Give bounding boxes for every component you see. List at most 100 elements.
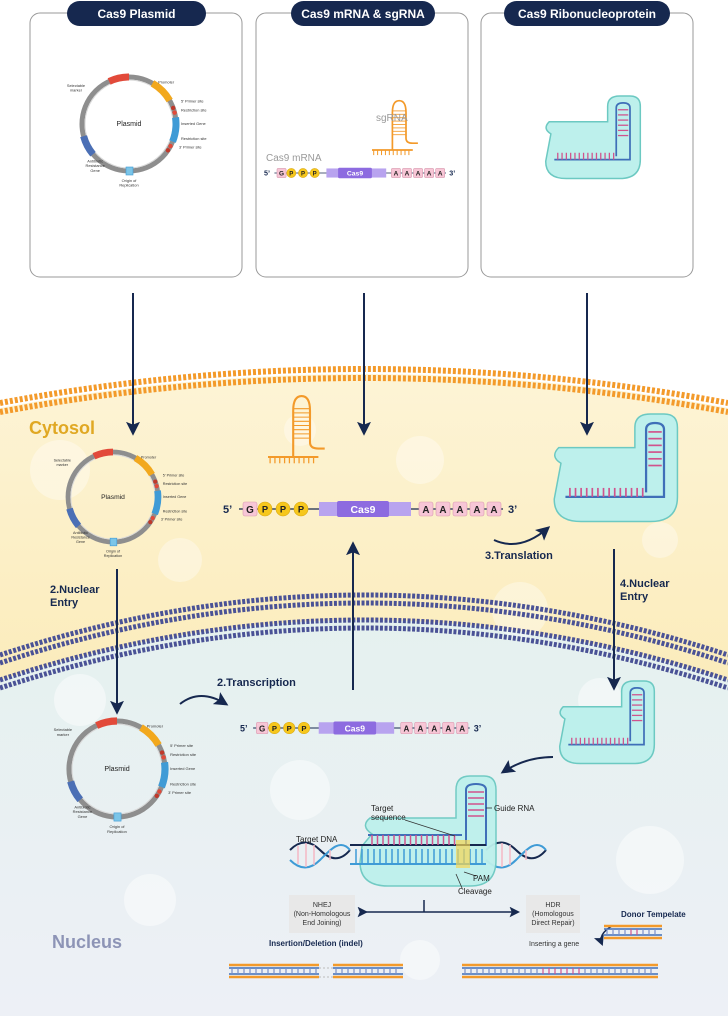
mrna-poly-a [413,168,423,178]
plasmid-site-2 [157,789,162,794]
restriction2-label: Restriction site [170,781,197,786]
nuclear-membrane [0,592,728,691]
nhej-line2: (Non-Homologous [294,911,351,918]
selectable-marker-label: marker [56,463,68,467]
origin-label: Origin of [106,550,121,554]
indel-dna-left [229,963,319,979]
mrna-cas9-text: Cas9 [351,505,376,516]
mrna-p-text: P [289,171,293,177]
antibiotic-label: Antibiotic [87,159,103,164]
restriction2-label: Restriction site [181,136,207,141]
mrna-poly-a [424,168,434,178]
mrna-p-text: P [272,724,277,733]
selectable-marker-label: Selectable [54,459,71,463]
indel-dna-right [333,963,403,979]
mrna-poly-a [442,721,455,735]
sgrna-hairpin [391,99,418,150]
mrna-phosphate [297,721,311,735]
transcription-label: 2.Transcription [217,677,296,689]
rnp-guide-rna [554,102,631,161]
mrna-a-text: A [416,171,421,178]
dna-in-complex [350,834,486,868]
mrna-poly-a [486,501,502,517]
mrna-5prime: 5’ [264,170,270,178]
sgrna-cytosol [268,395,325,464]
inserted-gene-segment [151,490,162,516]
mrna-poly-a [414,721,427,735]
hdr-dna-strip [462,963,658,979]
mrna-poly-a [456,721,469,735]
antibiotic-label: Gene [78,814,89,819]
mrna-g-text: G [279,171,284,178]
cas9-mrna-label: Cas9 mRNA [266,153,322,164]
mrna-a-text: A [394,171,399,178]
target-dna-label: Target DNA [296,835,338,844]
origin-label: Origin of [110,824,126,829]
cleavage-label: Cleavage [458,887,492,896]
mrna-header-pill [291,1,435,26]
repair-outcomes: NHEJ (Non-Homologous End Joining) HDR (H… [229,895,686,979]
mrna-header-title: Cas9 mRNA & sgRNA [301,7,425,21]
antibiotic-label: Gene [76,540,85,544]
antibiotic-label: Resistance [86,163,105,168]
target-sequence-line1: Target [371,804,394,813]
plasmid-site-0 [159,750,165,755]
mrna-p-text: P [280,505,286,515]
mrna-phosphate [286,168,297,178]
plasmid-site-1 [161,755,166,760]
plasmid-site-1 [172,110,177,115]
selectable-marker-segment [95,717,118,729]
mrna-p-text: P [301,724,306,733]
antibiotic-label: Antibiotic [73,531,88,535]
nuclear-entry-right-line2: Entry [620,591,649,603]
hdr-box [526,895,580,933]
sgrna-top [372,99,418,156]
step-labels: 2.Nuclear Entry 2.Transcription 3.Transl… [50,550,670,689]
mrna-a-text: A [422,505,429,516]
selectable-marker-label: Selectable [54,727,73,732]
mrna-p-text: P [301,171,305,177]
source-headers: Cas9 Plasmid Cas9 mRNA & sgRNA Cas9 Ribo… [67,1,670,26]
source-boxes [29,12,694,278]
mrna-poly-a [435,501,451,517]
inserted-gene-label: Inserted Gene [163,495,187,499]
mrna-phosphate [283,721,296,735]
antibiotic-label: Gene [90,168,100,173]
antibiotic-resistance-segment [80,135,96,157]
inserting-gene-label: Inserting a gene [529,941,579,948]
primer5-label: 5' Primer site [170,743,194,748]
delivery-arrows [110,293,621,774]
plasmid-center-label: Plasmid [104,765,129,773]
promoter-label: Promoter [158,80,175,85]
nuclear-entry-left-line1: 2.Nuclear [50,584,100,596]
mrna-g-text: G [246,505,254,516]
antibiotic-resistance-segment [67,780,84,803]
origin-marker [125,166,134,176]
mrna-cas9-cds [337,501,389,517]
nhej-line1: NHEJ [313,902,331,909]
mrna-poly-a [400,721,413,735]
editing-complex: Target sequence Guide RNA Target DNA PAM… [289,775,547,896]
target-sequence-line2: sequence [371,813,406,822]
plasmid-site-3 [148,520,153,525]
mrna-cas9-cds [333,721,377,735]
mrna-phosphate [275,501,291,517]
mrna-a-text: A [431,724,437,733]
pam-label: PAM [473,874,490,883]
mrna-phosphate [309,168,320,178]
promoter-segment [150,80,173,103]
guide-rna-hairpin [465,782,487,846]
restriction1-label: Restriction site [170,752,197,757]
mrna-cas9-cds [338,167,372,179]
donor-dna-strip [604,924,662,940]
inserted-gene-label: Inserted Gene [170,766,196,771]
rnp-guide-rna [565,421,666,498]
mrna-poly-a [469,501,485,517]
plasmid-header-title: Cas9 Plasmid [97,7,175,21]
mrna-phosphate [257,501,273,517]
plasmid-site-0 [170,105,176,111]
mrna-3prime: 3’ [508,504,517,516]
